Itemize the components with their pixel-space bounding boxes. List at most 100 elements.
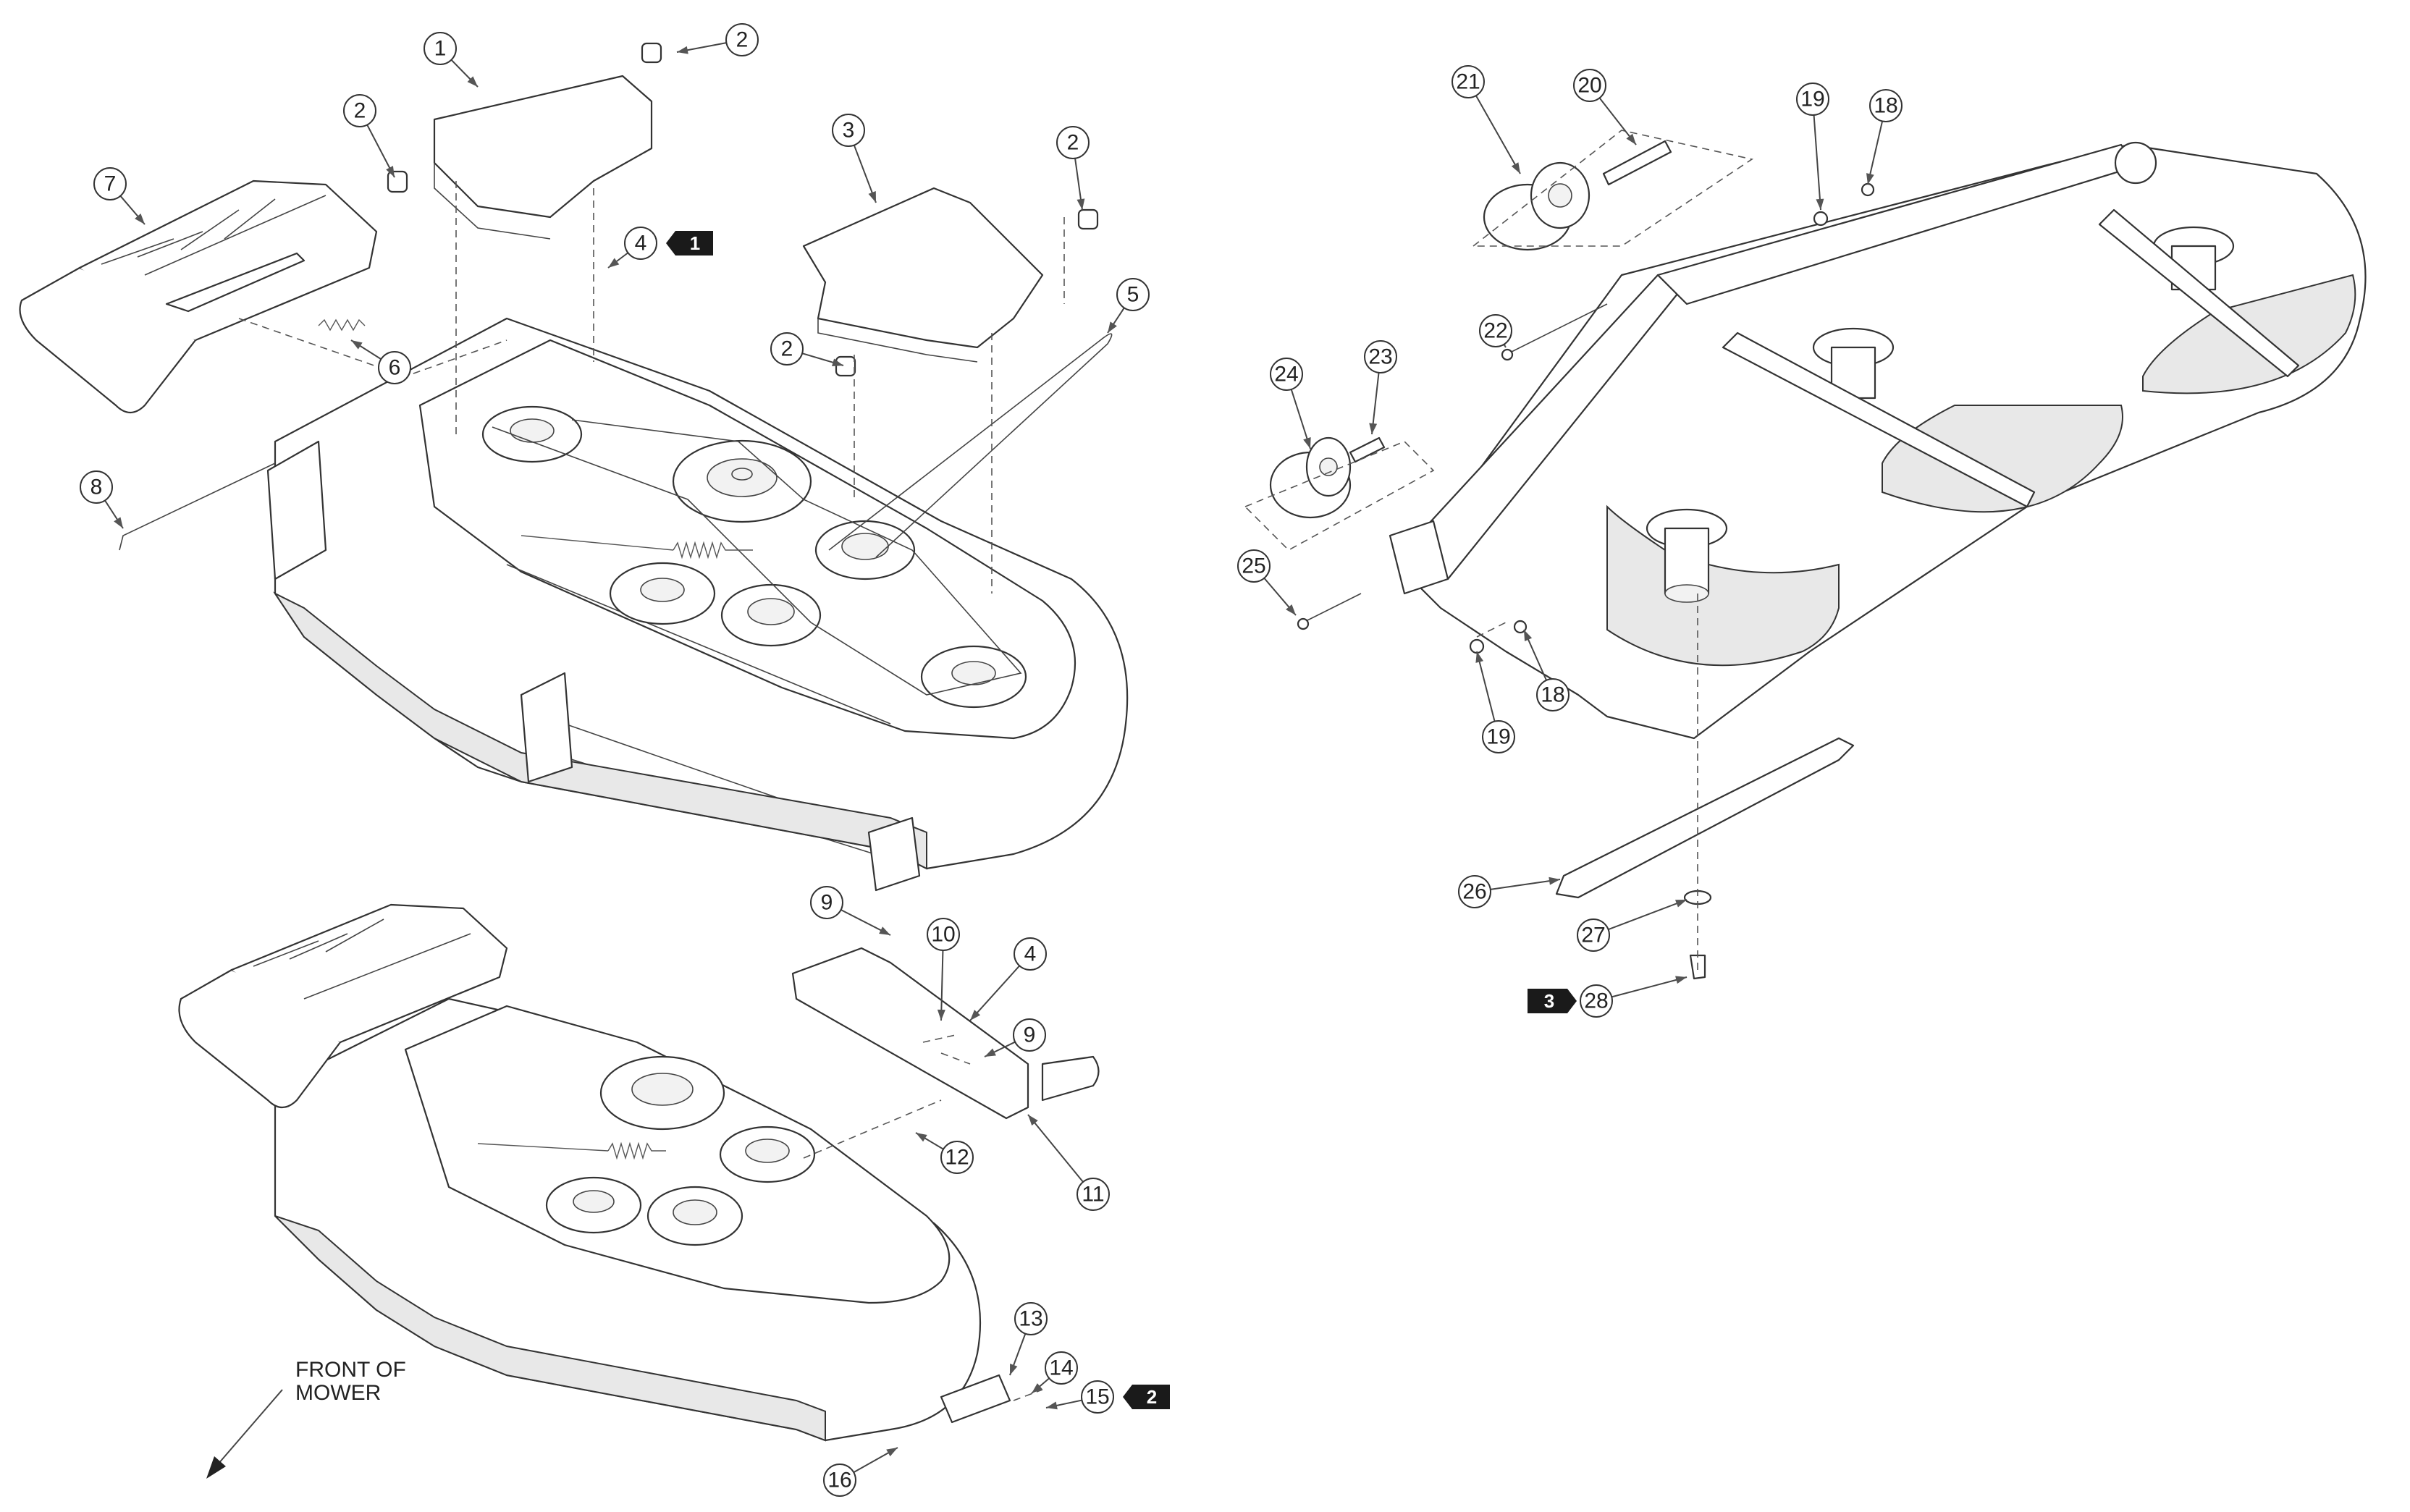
wheel-axle-rear bbox=[1602, 140, 1672, 186]
callout-21: 21 bbox=[1452, 65, 1521, 174]
callout-arrowhead bbox=[1475, 651, 1484, 663]
callout-number: 19 bbox=[1486, 725, 1510, 749]
callout-circle bbox=[1081, 1380, 1114, 1414]
callout-number: 4 bbox=[1024, 942, 1037, 966]
callout-arrowhead bbox=[1303, 437, 1311, 449]
callout-number: 19 bbox=[1800, 88, 1824, 111]
pulley-left-rear bbox=[481, 405, 583, 463]
callout-15: 15 2 bbox=[1045, 1380, 1170, 1414]
callout-circle bbox=[1479, 314, 1512, 347]
callout-arrowhead bbox=[1816, 198, 1824, 210]
callout-number: 14 bbox=[1049, 1356, 1073, 1380]
callout-circle bbox=[1045, 1351, 1078, 1385]
callout-number: 7 bbox=[104, 172, 117, 196]
callout-8: 8 bbox=[80, 470, 124, 529]
callout-arrowhead bbox=[1866, 173, 1874, 185]
callout-arrowhead bbox=[1675, 976, 1687, 984]
callout-circle bbox=[1580, 984, 1613, 1018]
callout-leader bbox=[1476, 651, 1496, 722]
callout-circle bbox=[1796, 83, 1829, 116]
callout-circle bbox=[1482, 720, 1515, 753]
knob-left bbox=[387, 170, 408, 193]
callout-18: 18 bbox=[1523, 629, 1570, 711]
callout-arrowhead bbox=[467, 76, 478, 87]
callout-circle bbox=[1536, 678, 1570, 711]
callout-circle bbox=[823, 1464, 856, 1497]
front-label-line2: MOWER bbox=[295, 1381, 381, 1405]
tension-chain bbox=[521, 535, 674, 551]
knob-right-top bbox=[1077, 208, 1099, 230]
callout-leader bbox=[1813, 114, 1821, 211]
drive-belt bbox=[828, 333, 1113, 558]
knob-right-bottom bbox=[835, 355, 856, 377]
spindle-center bbox=[1646, 508, 1728, 603]
callout-4: 4 bbox=[969, 937, 1047, 1021]
callout-arrowhead bbox=[868, 191, 876, 203]
callout-1: 1 bbox=[424, 32, 479, 88]
pulley-left-front bbox=[609, 562, 716, 625]
callout-2: 2 bbox=[770, 332, 844, 367]
callout-number: 2 bbox=[1067, 131, 1079, 155]
callout-number: 2 bbox=[781, 337, 793, 361]
callout-arrowhead bbox=[677, 46, 688, 54]
lower-deck-assembly bbox=[178, 903, 1100, 1442]
deck-bracket-left bbox=[266, 440, 327, 580]
callout-arrowhead bbox=[1046, 1401, 1058, 1410]
callout-2: 2 bbox=[343, 94, 395, 178]
callout-24: 24 bbox=[1270, 358, 1311, 449]
callout-number: 3 bbox=[843, 119, 855, 143]
callout-arrowhead bbox=[937, 1009, 945, 1021]
callout-number: 28 bbox=[1584, 989, 1608, 1013]
callout-circle bbox=[810, 886, 843, 919]
callout-circle bbox=[1270, 358, 1303, 391]
callout-arrowhead bbox=[1286, 604, 1296, 615]
callout-arrowhead bbox=[879, 926, 890, 935]
callout-leader bbox=[1027, 1114, 1084, 1183]
callout-number: 12 bbox=[945, 1146, 969, 1170]
callout-19: 19 bbox=[1796, 83, 1829, 211]
callout-number: 5 bbox=[1127, 283, 1139, 307]
callout-circle bbox=[770, 332, 804, 366]
deck-hanger-bracket bbox=[791, 947, 1029, 1120]
callout-7: 7 bbox=[93, 167, 146, 225]
callout-circle bbox=[93, 167, 127, 200]
pulley-right bbox=[920, 645, 1027, 709]
belt-shield-right bbox=[802, 187, 1044, 349]
callout-number: 8 bbox=[90, 476, 103, 499]
callout-22: 22 bbox=[1479, 314, 1512, 348]
callout-circle bbox=[1869, 89, 1903, 122]
callout-number: 15 bbox=[1085, 1385, 1109, 1409]
callout-arrowhead bbox=[1077, 198, 1085, 210]
callout-arrowhead bbox=[886, 1448, 898, 1457]
callout-circle bbox=[378, 351, 411, 384]
callout-circle bbox=[624, 227, 657, 260]
callout-arrowhead bbox=[985, 1048, 996, 1057]
callout-6: 6 bbox=[350, 339, 411, 384]
callout-2: 2 bbox=[676, 23, 759, 56]
callout-circle bbox=[1364, 340, 1397, 373]
blade-housing-center bbox=[1606, 504, 1840, 667]
callout-circle bbox=[80, 470, 113, 504]
callout-arrowhead bbox=[351, 340, 363, 350]
callout-3: 3 bbox=[832, 114, 877, 203]
callout-leader bbox=[1608, 899, 1688, 931]
callout-leader bbox=[1611, 976, 1688, 998]
callout-20: 20 bbox=[1573, 69, 1637, 145]
callout-circle bbox=[1014, 937, 1047, 971]
callout-5: 5 bbox=[1107, 278, 1150, 334]
callout-arrowhead bbox=[1511, 162, 1520, 174]
callout-arrowhead bbox=[608, 258, 620, 268]
callout-2: 2 bbox=[1056, 126, 1090, 211]
callout-26: 26 bbox=[1458, 875, 1561, 908]
note-number: 1 bbox=[690, 232, 700, 254]
callout-circle bbox=[1014, 1302, 1048, 1335]
spring bbox=[318, 318, 366, 331]
callout-arrowhead bbox=[135, 214, 145, 224]
callout-circle bbox=[725, 23, 759, 56]
deck-plate bbox=[940, 1374, 1011, 1424]
deck-underside-assembly bbox=[1389, 141, 2367, 740]
note-number: 2 bbox=[1147, 1386, 1157, 1408]
callout-circle bbox=[1237, 549, 1271, 583]
